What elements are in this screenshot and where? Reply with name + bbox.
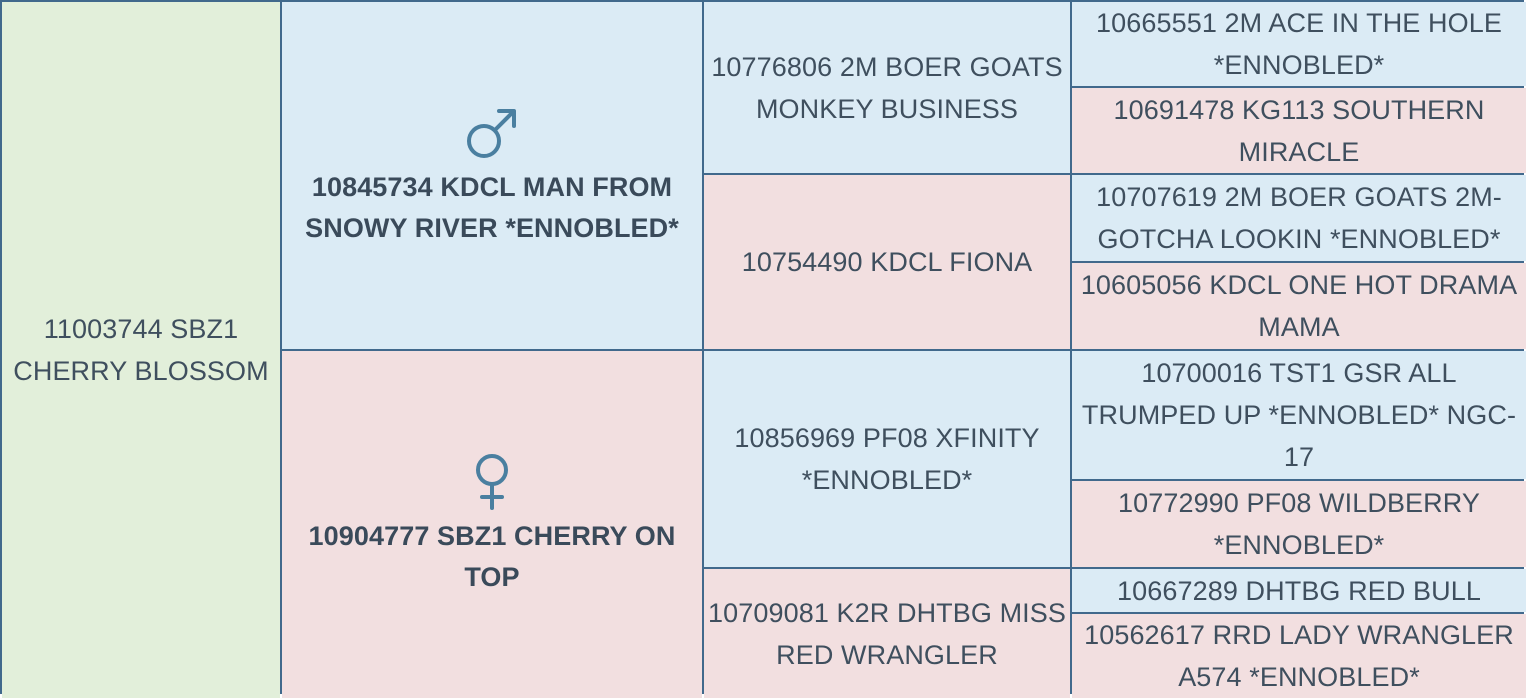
great-grandparent-cell: 10691478 KG113 SOUTHERN MIRACLE bbox=[1072, 88, 1526, 173]
great-grandparent-cell: 10707619 2M BOER GOATS 2M-GOTCHA LOOKIN … bbox=[1072, 175, 1526, 261]
dam-cell: 10904777 SBZ1 CHERRY ON TOP bbox=[282, 351, 702, 698]
subject-name: 11003744 SBZ1 CHERRY BLOSSOM bbox=[13, 314, 269, 386]
great-grandparent-cell: 10772990 PF08 WILDBERRY *ENNOBLED* bbox=[1072, 481, 1526, 567]
great-grandparent-name: 10700016 TST1 GSR ALL TRUMPED UP *ENNOBL… bbox=[1081, 358, 1517, 472]
great-grandparent-cell: 10605056 KDCL ONE HOT DRAMA MAMA bbox=[1072, 263, 1526, 349]
great-grandparent-name: 10605056 KDCL ONE HOT DRAMA MAMA bbox=[1080, 270, 1518, 342]
great-grandparent-name: 10667289 DHTBG RED BULL bbox=[1117, 575, 1481, 606]
great-grandparent-cell: 10667289 DHTBG RED BULL bbox=[1072, 569, 1526, 612]
maternal-granddam-name: 10709081 K2R DHTBG MISS RED WRANGLER bbox=[708, 597, 1066, 670]
great-grandparent-name: 10707619 2M BOER GOATS 2M-GOTCHA LOOKIN … bbox=[1096, 182, 1502, 254]
maternal-grandsire-name: 10856969 PF08 XFINITY *ENNOBLED* bbox=[734, 423, 1040, 495]
great-grandparent-name: 10691478 KG113 SOUTHERN MIRACLE bbox=[1113, 94, 1485, 167]
maternal-granddam-cell: 10709081 K2R DHTBG MISS RED WRANGLER bbox=[704, 569, 1070, 698]
male-symbol-icon bbox=[462, 103, 522, 163]
dam-name: 10904777 SBZ1 CHERRY ON TOP bbox=[308, 520, 676, 592]
sire-name: 10845734 KDCL MAN FROM SNOWY RIVER *ENNO… bbox=[305, 171, 679, 243]
maternal-grandsire-cell: 10856969 PF08 XFINITY *ENNOBLED* bbox=[704, 351, 1070, 567]
great-grandparent-cell: 10665551 2M ACE IN THE HOLE *ENNOBLED* bbox=[1072, 2, 1526, 86]
great-grandparent-name: 10562617 RRD LADY WRANGLER A574 *ENNOBLE… bbox=[1084, 620, 1514, 692]
great-grandparent-name: 10772990 PF08 WILDBERRY *ENNOBLED* bbox=[1117, 488, 1480, 560]
female-symbol-icon bbox=[462, 452, 522, 512]
great-grandparent-cell: 10700016 TST1 GSR ALL TRUMPED UP *ENNOBL… bbox=[1072, 351, 1526, 479]
paternal-granddam-name: 10754490 KDCL FIONA bbox=[741, 247, 1033, 277]
subject-cell: 11003744 SBZ1 CHERRY BLOSSOM bbox=[2, 2, 280, 698]
sire-cell: 10845734 KDCL MAN FROM SNOWY RIVER *ENNO… bbox=[282, 2, 702, 349]
paternal-grandsire-cell: 10776806 2M BOER GOATS MONKEY BUSINESS bbox=[704, 2, 1070, 173]
great-grandparent-name: 10665551 2M ACE IN THE HOLE *ENNOBLED* bbox=[1096, 8, 1502, 80]
great-grandparent-cell: 10562617 RRD LADY WRANGLER A574 *ENNOBLE… bbox=[1072, 614, 1526, 698]
paternal-grandsire-name: 10776806 2M BOER GOATS MONKEY BUSINESS bbox=[711, 51, 1063, 124]
paternal-granddam-cell: 10754490 KDCL FIONA bbox=[704, 175, 1070, 349]
